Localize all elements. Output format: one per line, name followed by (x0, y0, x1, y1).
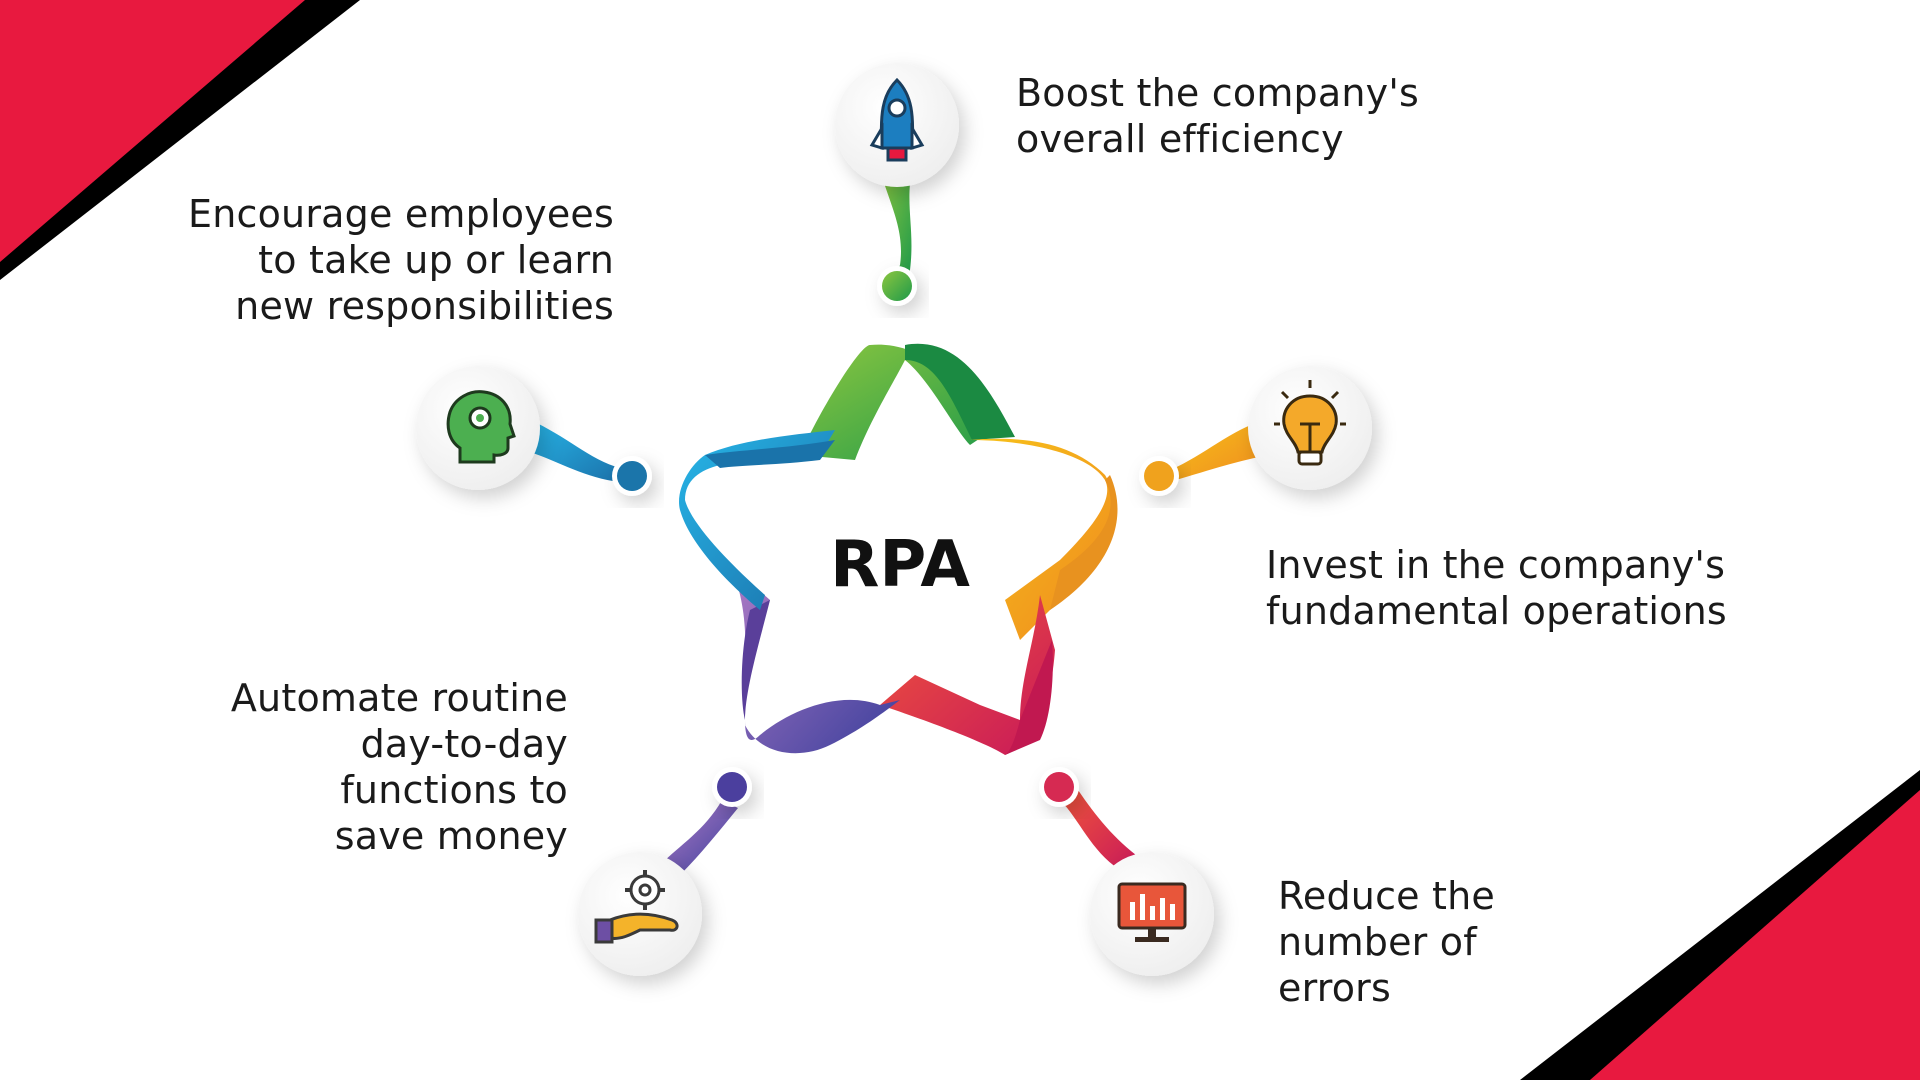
benefit-label-money: Automate routine day-to-day functions to… (230, 676, 568, 858)
connector-green (877, 170, 917, 306)
icon-circle-operations (1248, 366, 1372, 490)
lightbulb-icon (1274, 380, 1346, 466)
connector-red (1039, 767, 1140, 870)
ribbon-star (679, 343, 1118, 755)
connector-yellow (1139, 420, 1270, 496)
head-gear-icon (446, 390, 516, 464)
corner-decoration-bottom-right (1520, 770, 1920, 1080)
connector-blue (530, 420, 652, 496)
icon-circle-money (578, 852, 702, 976)
benefit-label-employees: Encourage employees to take up or learn … (188, 192, 614, 328)
icon-circle-errors (1090, 852, 1214, 976)
benefit-label-errors: Reduce the number of errors (1278, 874, 1495, 1010)
monitor-chart-icon (1117, 882, 1187, 942)
icon-circle-employees (416, 366, 540, 490)
benefit-label-operations: Invest in the company's fundamental oper… (1266, 543, 1727, 633)
hand-gear-icon (594, 870, 679, 944)
center-title: RPA (830, 528, 970, 602)
icon-circle-efficiency (835, 63, 959, 187)
rocket-icon (869, 77, 925, 162)
corner-decoration-top-left (0, 0, 360, 280)
benefit-label-efficiency: Boost the company's overall efficiency (1016, 71, 1419, 161)
connector-purple (660, 767, 752, 875)
